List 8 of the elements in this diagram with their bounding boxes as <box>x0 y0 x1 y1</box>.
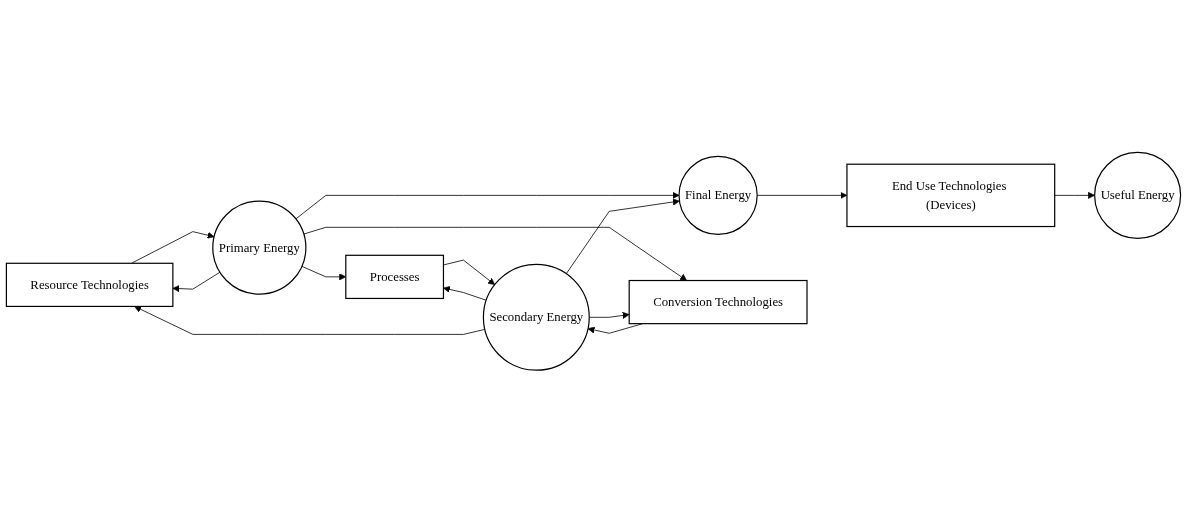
node-circle: Secondary Energy <box>482 263 590 371</box>
node-box: Processes <box>345 254 445 299</box>
node-circle: Useful Energy <box>1094 151 1182 239</box>
node-circle: Primary Energy <box>212 200 307 295</box>
node-box: Conversion Technologies <box>628 279 808 324</box>
node-box: End Use Technologies (Devices) <box>846 163 1056 227</box>
node-box: Resource Technologies <box>5 262 174 307</box>
node-circle: Final Energy <box>678 155 758 235</box>
